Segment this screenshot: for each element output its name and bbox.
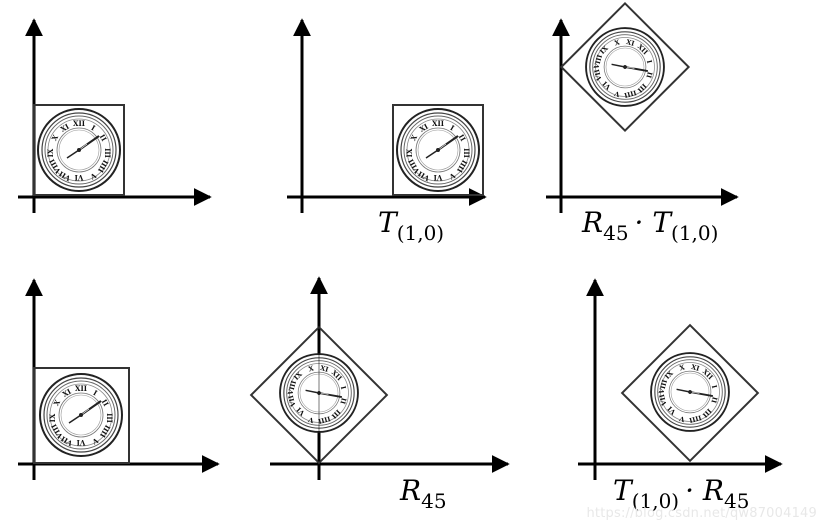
panel-original-bottom	[18, 278, 220, 480]
formula-label: T(1,0)	[378, 206, 444, 245]
panel-translate-after-rotate: T(1,0)· R45	[578, 278, 783, 513]
formula-label: T(1,0)· R45	[613, 474, 749, 513]
clock-frame	[33, 104, 125, 196]
clock-frame	[33, 367, 130, 464]
clock-image	[37, 108, 121, 192]
clock-frame	[620, 323, 760, 463]
watermark: https://blog.csdn.net/qw87004149	[586, 506, 817, 521]
clock-image	[396, 108, 480, 192]
clock-frame	[559, 1, 691, 133]
formula-label: R45· T(1,0)	[581, 206, 718, 245]
panel-original-top	[18, 18, 212, 213]
formula-label: R45	[399, 474, 447, 513]
clock-frame	[249, 325, 389, 465]
clock-image	[633, 335, 747, 449]
clock-image	[39, 373, 123, 457]
clock-frame	[392, 104, 484, 196]
panel-rotate: R45	[249, 276, 510, 513]
panel-translate: T(1,0)	[287, 18, 487, 245]
clock-image	[568, 10, 682, 124]
panel-rotate-after-translate: R45· T(1,0)	[546, 1, 739, 245]
